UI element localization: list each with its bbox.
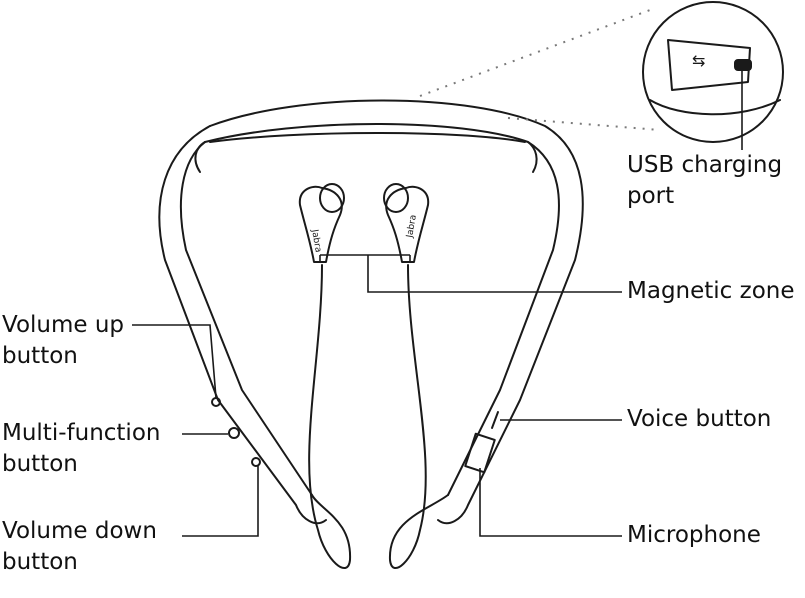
usb-symbol-icon: ⇆ xyxy=(692,51,705,70)
right-earbud-brand: Jabra xyxy=(405,214,419,239)
magnifier-projection-upper xyxy=(419,9,651,97)
volume-up-label-line-2: button xyxy=(2,343,78,369)
usb-port-housing xyxy=(667,39,751,91)
magnifier-projection-lower xyxy=(507,117,661,131)
neckband-inner xyxy=(204,123,560,496)
voice-button-shape xyxy=(491,411,499,429)
magnetic-zone-leader xyxy=(319,254,622,293)
usb-port-slot xyxy=(734,59,752,71)
usb-charging-port-label-line-2: port xyxy=(627,183,675,209)
neckband-back-panel xyxy=(209,132,526,143)
neckband-inner-left xyxy=(179,141,313,496)
multi-function-label-line-2: button xyxy=(2,451,78,477)
neckband-outer xyxy=(209,99,584,525)
volume-down-leader xyxy=(182,466,259,537)
voice-label-line-1: Voice button xyxy=(627,406,772,432)
right-earbud-body xyxy=(385,185,430,263)
usb-magnifier xyxy=(642,1,784,143)
multi-function-button-label: Multi-function button xyxy=(2,418,160,480)
neckband-rim-right xyxy=(527,141,538,173)
volume-down-button-label: Volume down button xyxy=(2,516,157,578)
left-earbud-brand: Jabra xyxy=(309,228,323,253)
voice-button-label: Voice button xyxy=(627,404,771,435)
left-eartip xyxy=(319,183,345,213)
usb-charging-port-label-line-1: USB charging xyxy=(627,152,783,178)
microphone-grille xyxy=(464,432,496,474)
left-cable xyxy=(308,264,352,569)
volume-down-button-shape xyxy=(251,457,261,467)
volume-up-button-label: Volume up button xyxy=(2,310,124,372)
usb-cable-curve xyxy=(649,99,781,116)
magnetic-zone-label: Magnetic zone xyxy=(627,276,795,307)
left-earbud-body xyxy=(298,185,343,263)
volume-down-label-line-1: Volume down xyxy=(2,518,157,544)
neckband-outer-left xyxy=(158,125,327,525)
microphone-label-line-1: Microphone xyxy=(627,522,761,548)
multi-function-label-line-1: Multi-function xyxy=(2,420,161,446)
volume-up-leader xyxy=(132,324,217,399)
microphone-label: Microphone xyxy=(627,520,761,551)
magnetic-zone-label-line-1: Magnetic zone xyxy=(627,278,795,304)
usb-charging-port-label: USB charging port xyxy=(627,150,782,212)
volume-down-label-line-2: button xyxy=(2,549,78,575)
multi-function-button-shape xyxy=(228,427,240,439)
neckband-rim-left xyxy=(194,141,206,173)
right-eartip xyxy=(383,183,409,213)
right-cable xyxy=(388,264,449,569)
microphone-leader xyxy=(479,468,622,537)
volume-up-label-line-1: Volume up xyxy=(2,312,125,338)
